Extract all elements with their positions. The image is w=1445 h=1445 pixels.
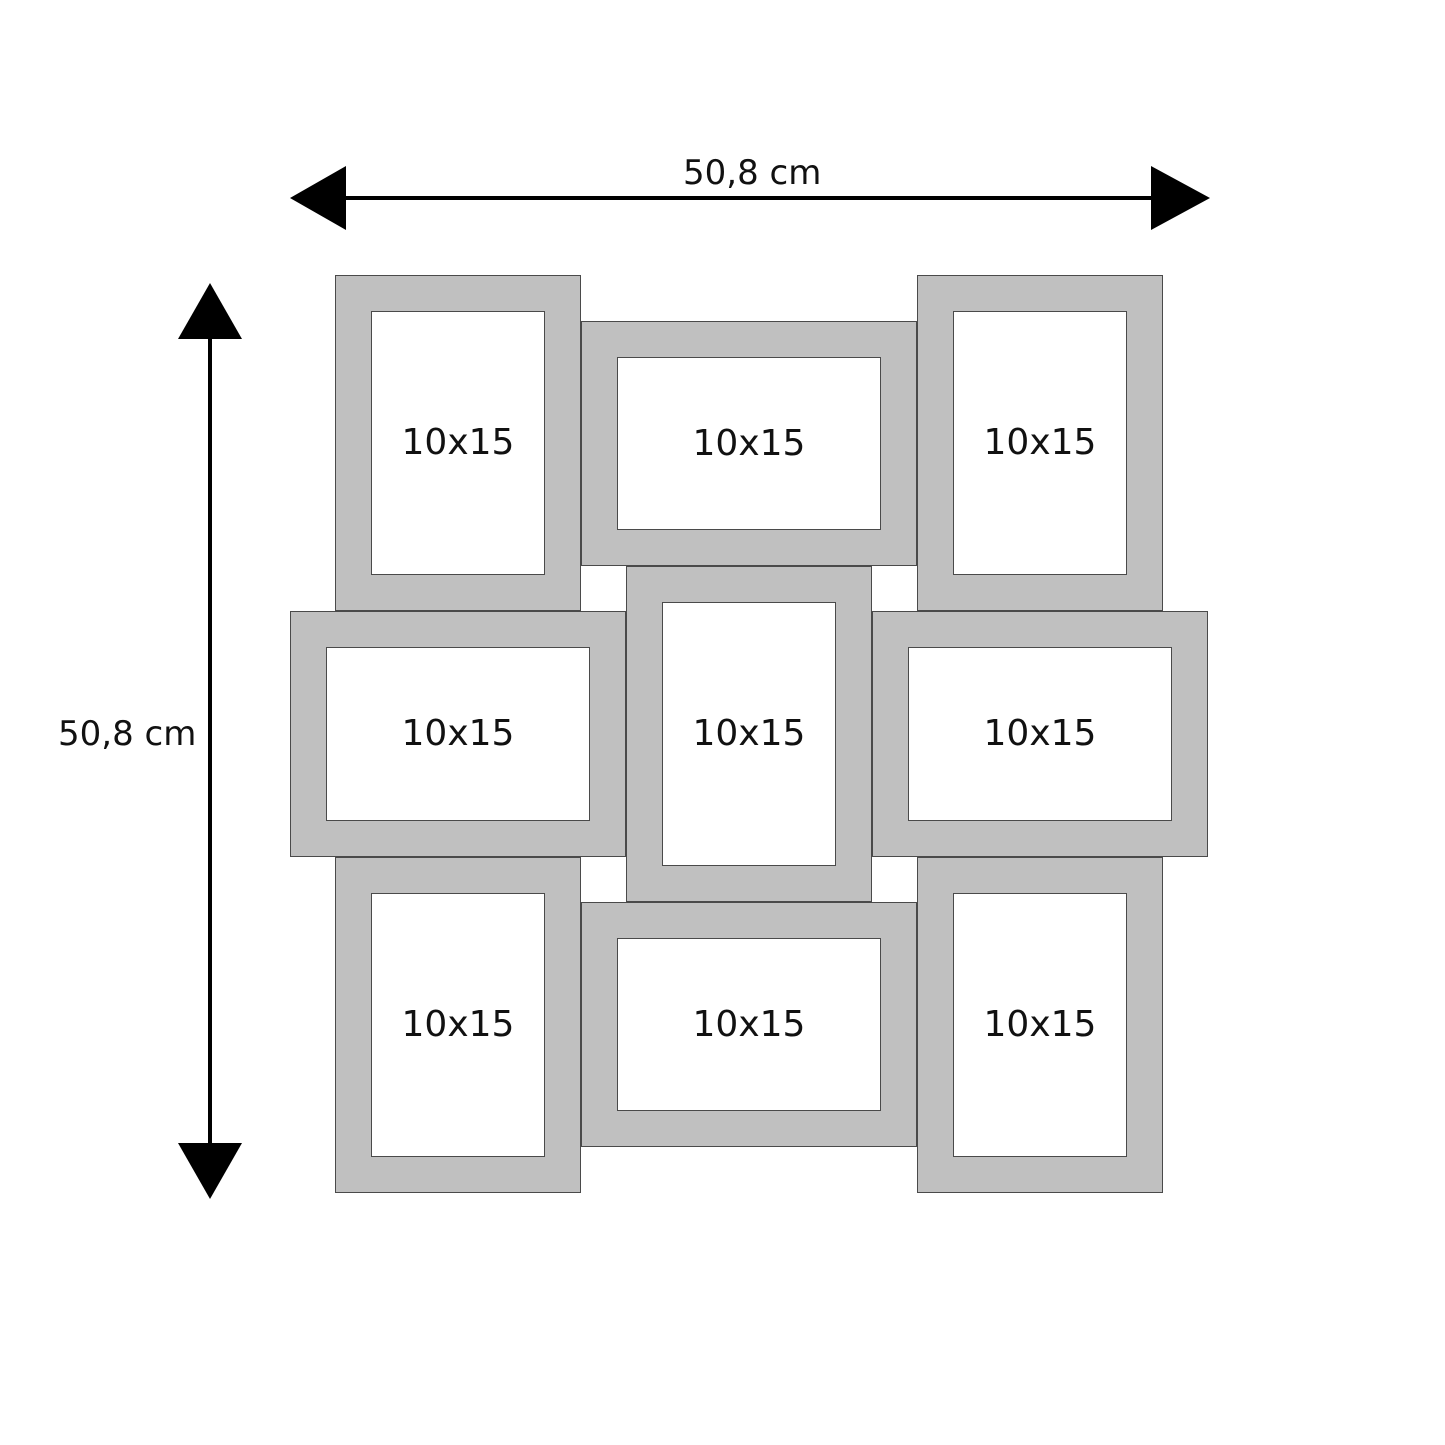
photo-frame-bottom-center: 10x15	[581, 902, 917, 1147]
photo-frame-top-left: 10x15	[335, 275, 581, 611]
photo-opening: 10x15	[371, 893, 545, 1157]
width-arrow-right-head	[1151, 166, 1210, 230]
height-arrow-bottom-head	[178, 1143, 242, 1199]
photo-size-label: 10x15	[983, 422, 1097, 463]
photo-size-label: 10x15	[983, 713, 1097, 754]
photo-opening: 10x15	[908, 647, 1172, 821]
photo-frame-top-right: 10x15	[917, 275, 1163, 611]
height-arrow-top-head	[178, 283, 242, 339]
photo-size-label: 10x15	[692, 422, 806, 464]
width-dimension-label: 50,8 cm	[683, 153, 822, 193]
photo-size-label: 10x15	[983, 1004, 1097, 1045]
photo-size-label: 10x15	[401, 1004, 515, 1045]
photo-size-label: 10x15	[401, 422, 515, 463]
photo-frame-bottom-left: 10x15	[335, 857, 581, 1193]
photo-opening: 10x15	[953, 311, 1127, 575]
photo-size-label: 10x15	[692, 1003, 806, 1045]
photo-opening: 10x15	[326, 647, 590, 821]
photo-frame-middle-center: 10x15	[626, 566, 872, 902]
width-arrow-left-head	[290, 166, 346, 230]
photo-frame-top-center: 10x15	[581, 321, 917, 566]
photo-opening: 10x15	[371, 311, 545, 575]
height-dimension-label: 50,8 cm	[58, 714, 197, 754]
photo-frame-middle-left: 10x15	[290, 611, 626, 857]
photo-size-label: 10x15	[401, 713, 515, 754]
width-dimension-arrow	[290, 166, 1210, 230]
photo-opening: 10x15	[662, 602, 836, 866]
photo-frame-middle-right: 10x15	[872, 611, 1208, 857]
photo-frame-bottom-right: 10x15	[917, 857, 1163, 1193]
height-dimension-arrow	[178, 283, 242, 1199]
photo-size-label: 10x15	[692, 713, 806, 754]
photo-opening: 10x15	[617, 938, 881, 1111]
photo-opening: 10x15	[617, 357, 881, 530]
photo-opening: 10x15	[953, 893, 1127, 1157]
